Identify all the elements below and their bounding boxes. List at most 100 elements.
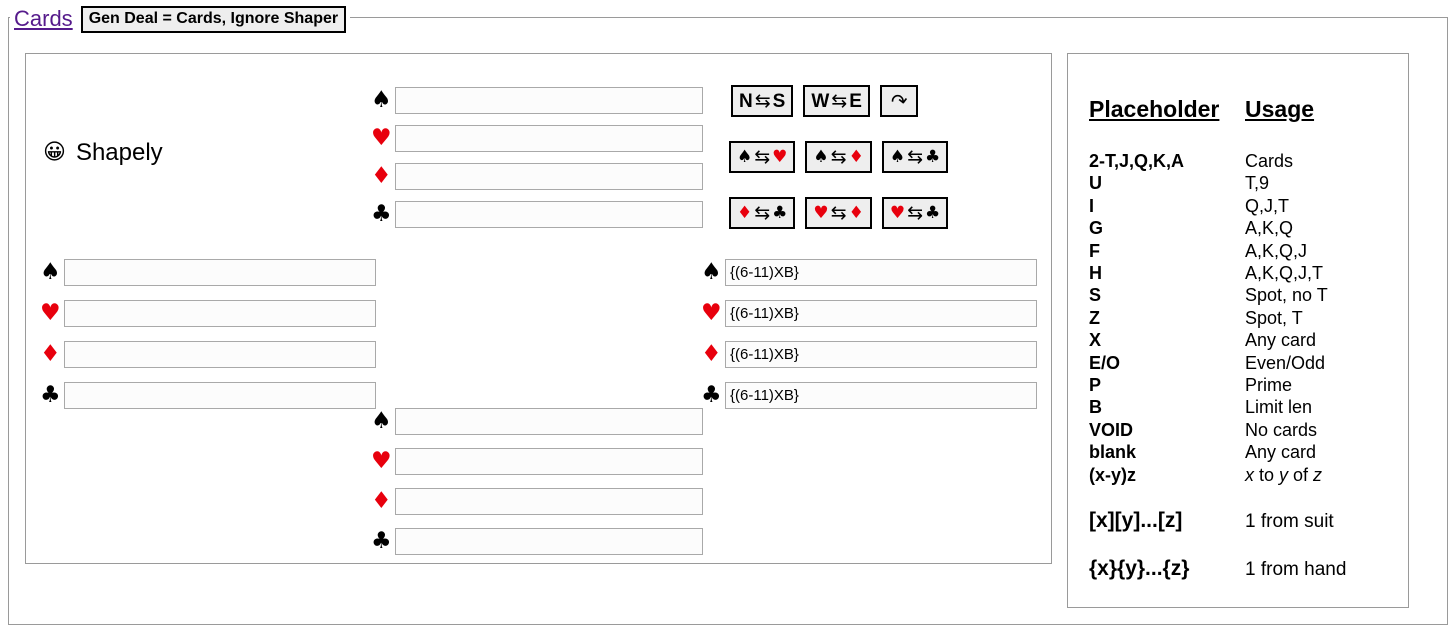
north-hand-row: ♠ bbox=[371, 85, 703, 115]
legend-row: S Spot, no T bbox=[1089, 284, 1399, 306]
legend-placeholder: blank bbox=[1089, 442, 1137, 463]
swap-heart-club-button[interactable]: ♥⇆♣ bbox=[881, 197, 949, 229]
south-hand-spade-input[interactable] bbox=[395, 407, 703, 435]
north-hand: ♠♥♦♣ bbox=[371, 85, 703, 237]
swap-right-suit-icon: ♦ bbox=[848, 202, 864, 223]
heart-icon: ♥ bbox=[371, 124, 392, 151]
west-hand-spade-input[interactable] bbox=[64, 258, 376, 286]
legend-usage: A,K,Q,J,T bbox=[1245, 263, 1324, 284]
swap-spade-club-button[interactable]: ♠⇆♣ bbox=[881, 141, 949, 173]
legend-usage: Cards bbox=[1245, 151, 1294, 171]
legend-placeholder: H bbox=[1089, 263, 1102, 284]
swap-arrows-icon: ⇆ bbox=[830, 145, 847, 168]
heart-icon: ♥ bbox=[701, 299, 722, 326]
legend-usage: Spot, no T bbox=[1245, 285, 1328, 306]
north-hand-row: ♥ bbox=[371, 123, 703, 153]
legend-placeholder: [x][y]...[z] bbox=[1089, 509, 1183, 533]
swap-diamond-club-button[interactable]: ♦⇆♣ bbox=[729, 197, 796, 229]
north-hand-club-input[interactable] bbox=[395, 200, 703, 228]
shapely-indicator: 😀 Shapely bbox=[43, 140, 163, 166]
legend-placeholder: E/O bbox=[1089, 352, 1121, 373]
swap-right-label: S bbox=[772, 90, 786, 112]
gen-deal-button[interactable]: Gen Deal = Cards, Ignore Shaper bbox=[80, 5, 347, 33]
swap-arrows-icon: ⇆ bbox=[831, 89, 848, 112]
spade-icon: ♠ bbox=[701, 258, 722, 285]
legend-row: H A,K,Q,J,T bbox=[1089, 262, 1399, 284]
south-hand-club-input[interactable] bbox=[395, 527, 703, 555]
west-hand-row: ♣ bbox=[40, 380, 376, 410]
suit-swap-button-row-2: ♦⇆♣ ♥⇆♦ ♥⇆♣ bbox=[729, 197, 949, 229]
swap-north-south-button[interactable]: N⇆S bbox=[731, 85, 794, 117]
swap-right-suit-icon: ♥ bbox=[772, 146, 788, 167]
legend-usage: 1 from suit bbox=[1245, 511, 1334, 533]
south-hand: ♠ ♥ ♦ ♣ bbox=[371, 406, 703, 566]
club-icon: ♣ bbox=[371, 200, 392, 227]
north-hand-spade-input[interactable] bbox=[395, 86, 703, 114]
legend-usage: A,K,Q,J bbox=[1245, 240, 1308, 261]
west-hand-row: ♠ bbox=[40, 257, 376, 287]
suit-swap-button-row-1: ♠⇆♥♠⇆♦♠⇆♣ bbox=[729, 141, 949, 173]
legend-usage: Limit len bbox=[1245, 397, 1313, 418]
west-hand-row: ♦ bbox=[40, 339, 376, 369]
swap-arrows-icon: ⇆ bbox=[830, 201, 847, 224]
north-hand-heart-input[interactable] bbox=[395, 124, 703, 152]
south-hand-row: ♥ bbox=[371, 446, 703, 476]
rotate-hands-button[interactable]: ↶ bbox=[879, 85, 918, 117]
swap-spade-diamond-button[interactable]: ♠⇆♦ bbox=[805, 141, 872, 173]
east-hand-heart-input[interactable] bbox=[725, 299, 1037, 327]
west-hand-heart-input[interactable] bbox=[64, 299, 376, 327]
east-hand-row: ♦ bbox=[701, 339, 1037, 369]
east-hand-spade-input[interactable] bbox=[725, 258, 1037, 286]
swap-heart-diamond-button[interactable]: ♥⇆♦ bbox=[805, 197, 872, 229]
legend-usage: T,9 bbox=[1245, 173, 1270, 194]
fieldset-legend: Cards Gen Deal = Cards, Ignore Shaper bbox=[10, 5, 351, 33]
swap-west-east-button[interactable]: W⇆E bbox=[803, 85, 870, 117]
north-hand-row: ♣ bbox=[371, 199, 703, 229]
legend-placeholder: VOID bbox=[1089, 419, 1134, 440]
legend-usage: Spot, T bbox=[1245, 307, 1303, 328]
swap-arrows-icon: ⇆ bbox=[754, 145, 771, 168]
legend-placeholder: {x}{y}...{z} bbox=[1089, 557, 1190, 581]
east-hand: ♠ ♥ ♦ ♣ bbox=[701, 257, 1037, 421]
east-hand-diamond-input[interactable] bbox=[725, 340, 1037, 368]
legend-placeholder: X bbox=[1089, 330, 1102, 351]
swap-left-suit-icon: ♠ bbox=[889, 146, 906, 167]
west-hand-diamond-input[interactable] bbox=[64, 340, 376, 368]
legend-row: [x][y]...[z] 1 from suit bbox=[1089, 508, 1399, 534]
swap-left-suit-icon: ♥ bbox=[813, 202, 829, 223]
east-hand-club-input[interactable] bbox=[725, 381, 1037, 409]
west-hand-row: ♥ bbox=[40, 298, 376, 328]
north-hand-diamond-input[interactable] bbox=[395, 162, 703, 190]
legend-row: {x}{y}...{z}1 from hand bbox=[1089, 556, 1399, 582]
spade-icon: ♠ bbox=[371, 407, 392, 434]
legend-usage: No cards bbox=[1245, 419, 1318, 440]
legend-placeholder: S bbox=[1089, 285, 1102, 306]
south-hand-heart-input[interactable] bbox=[395, 447, 703, 475]
legend-usage: Q,J,T bbox=[1245, 195, 1289, 216]
legend-placeholder: 2-T,J,Q,K,A bbox=[1089, 151, 1185, 171]
swap-left-suit-icon: ♠ bbox=[813, 146, 829, 167]
swap-right-suit-icon: ♣ bbox=[925, 146, 941, 167]
west-hand-club-input[interactable] bbox=[64, 381, 376, 409]
legend-header-placeholder: Placeholder bbox=[1089, 96, 1220, 122]
club-icon: ♣ bbox=[701, 381, 722, 408]
south-hand-diamond-input[interactable] bbox=[395, 487, 703, 515]
swap-right-suit-icon: ♦ bbox=[848, 146, 864, 167]
swap-arrows-icon: ⇆ bbox=[754, 89, 771, 112]
legend-placeholder: U bbox=[1089, 173, 1102, 194]
south-hand-row: ♠ bbox=[371, 406, 703, 436]
swap-spade-heart-button[interactable]: ♠⇆♥ bbox=[729, 141, 796, 173]
club-icon: ♣ bbox=[371, 527, 392, 554]
rotate-icon: ↶ bbox=[888, 87, 909, 115]
spade-icon: ♠ bbox=[371, 86, 392, 113]
swap-left-suit-icon: ♠ bbox=[737, 146, 753, 167]
diamond-icon: ♦ bbox=[371, 487, 392, 514]
cards-link[interactable]: Cards bbox=[14, 6, 73, 31]
legend-placeholder: G bbox=[1089, 218, 1104, 239]
legend-usage: Prime bbox=[1245, 375, 1293, 396]
